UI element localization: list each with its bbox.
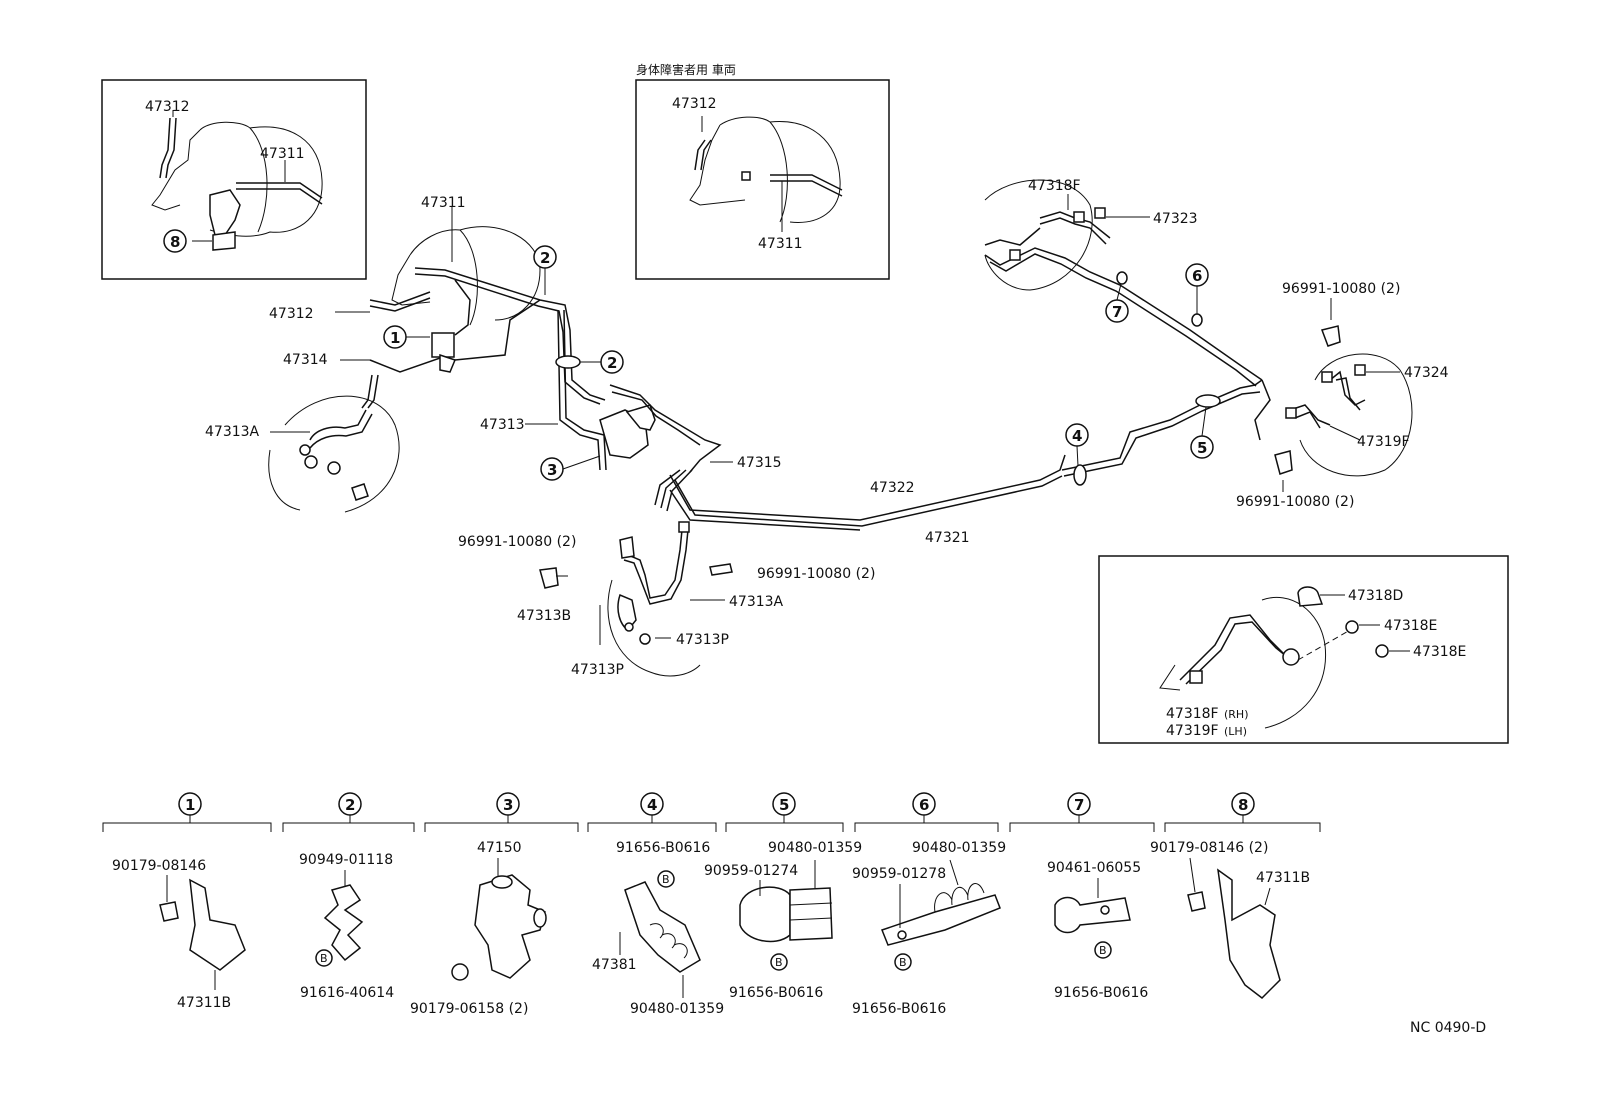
inset-master-cylinder-standard [101,79,367,280]
label-47318F-rh: 47318F [1166,706,1219,722]
detail-6-part-c: 91656-B0616 [852,1001,946,1017]
label-47312: 47312 [269,306,314,322]
label-96991-b: 96991-10080 (2) [757,566,875,582]
label-47321: 47321 [925,530,970,546]
label-47318D: 47318D [1348,588,1403,604]
label-47324: 47324 [1404,365,1449,381]
label-lh: (LH) [1224,725,1247,738]
label-47313A-left: 47313A [205,424,260,440]
detail-2: 2 90949-01118 91616-40614 B [282,792,415,1001]
detail-1-number: 1 [185,796,195,814]
detail-7-part-a: 90461-06055 [1047,860,1141,876]
detail-3-number: 3 [503,796,513,814]
detail-6-b-mark: B [899,956,907,969]
detail-6-part-b: 90959-01278 [852,866,946,882]
callout-6: 6 [1185,263,1209,314]
label-96991-bottom: 96991-10080 (2) [1236,494,1354,510]
detail-1-part-a: 90179-08146 [112,858,206,874]
label-47313B: 47313B [517,608,571,624]
callout-8: 8 [163,229,187,253]
detail-3: 3 47150 90179-06158 (2) [410,792,579,1017]
detail-7-part-b: 91656-B0616 [1054,985,1148,1001]
label-47319F-lh: 47319F [1166,723,1219,739]
label-47318F: 47318F [1028,178,1081,194]
detail-2-b-mark: B [320,952,328,965]
detail-5-b-mark: B [775,956,783,969]
detail-6-part-a: 90480-01359 [912,840,1006,856]
detail-2-part-a: 90949-01118 [299,852,393,868]
label-47313: 47313 [480,417,525,433]
detail-6-number: 6 [919,796,929,814]
figure-code: NC 0490-D [1410,1020,1486,1036]
detail-7-b-mark: B [1099,944,1107,957]
detail-4-part-b: 47381 [592,957,637,973]
inset2-label-47311: 47311 [758,236,803,252]
master-cylinder-and-front-lines [268,206,1066,677]
callout-2a-number: 2 [540,249,550,267]
detail-8: 8 90179-08146 (2) 47311B [1150,792,1321,999]
label-96991-top: 96991-10080 (2) [1282,281,1400,297]
detail-4: 4 91656-B0616 47381 90480-01359 B [587,792,724,1017]
callout-4: 4 [1065,423,1089,467]
detail-5-part-b: 90959-01274 [704,863,798,879]
detail-4-part-c: 90480-01359 [630,1001,724,1017]
label-47323: 47323 [1153,211,1198,227]
label-96991-a: 96991-10080 (2) [458,534,576,550]
detail-7-number: 7 [1074,796,1084,814]
label-47318E-a: 47318E [1384,618,1437,634]
detail-1-part-b: 47311B [177,995,231,1011]
inset2-label-47312: 47312 [672,96,717,112]
label-47313P-b: 47313P [571,662,624,678]
callout-3: 3 [540,455,601,481]
detail-5-part-a: 90480-01359 [768,840,862,856]
detail-6: 6 90480-01359 90959-01278 91656-B0616 B [852,792,1006,1017]
label-47315: 47315 [737,455,782,471]
callout-1: 1 [383,325,430,349]
label-47311: 47311 [421,195,466,211]
label-47314: 47314 [283,352,328,368]
detail-8-part-b: 47311B [1256,870,1310,886]
inset-master-cylinder-handicap [635,79,890,280]
callout-5-number: 5 [1197,439,1207,457]
detail-4-b-mark: B [662,873,670,886]
detail-5-part-c: 91656-B0616 [729,985,823,1001]
detail-3-part-b: 90179-06158 (2) [410,1001,528,1017]
detail-5: 5 90480-01359 90959-01274 91656-B0616 B [704,792,862,1001]
label-rh: (RH) [1224,708,1249,721]
label-47319F: 47319F [1357,434,1410,450]
detail-8-number: 8 [1238,796,1248,814]
detail-2-number: 2 [345,796,355,814]
inset1-label-47311: 47311 [260,146,305,162]
callout-2a: 2 [533,245,557,295]
callout-8-number: 8 [170,233,180,251]
callout-3-number: 3 [547,461,557,479]
callout-2b-number: 2 [607,354,617,372]
label-47322: 47322 [870,480,915,496]
inset1-label-47312: 47312 [145,99,190,115]
detail-5-number: 5 [779,796,789,814]
detail-4-part-a: 91656-B0616 [616,840,710,856]
label-47313P-a: 47313P [676,632,729,648]
callout-2b: 2 [555,350,624,374]
jp-caption: 身体障害者用 車両 [636,62,736,77]
label-47313A-front: 47313A [729,594,784,610]
callout-6-number: 6 [1192,267,1202,285]
inset-rear-hose [1098,555,1509,744]
detail-4-number: 4 [647,796,657,814]
callout-7: 7 [1105,283,1129,323]
rear-brake-lines [984,179,1413,492]
detail-8-part-a: 90179-08146 (2) [1150,840,1268,856]
callout-7-number: 7 [1112,303,1122,321]
detail-1: 1 90179-08146 47311B [102,792,272,1011]
callout-1-number: 1 [390,329,400,347]
callout-4-number: 4 [1072,427,1082,445]
label-47318E-b: 47318E [1413,644,1466,660]
detail-2-part-b: 91616-40614 [300,985,394,1001]
callout-5: 5 [1190,406,1214,459]
detail-3-part-a: 47150 [477,840,522,856]
detail-7: 7 90461-06055 91656-B0616 B [1009,792,1155,1001]
